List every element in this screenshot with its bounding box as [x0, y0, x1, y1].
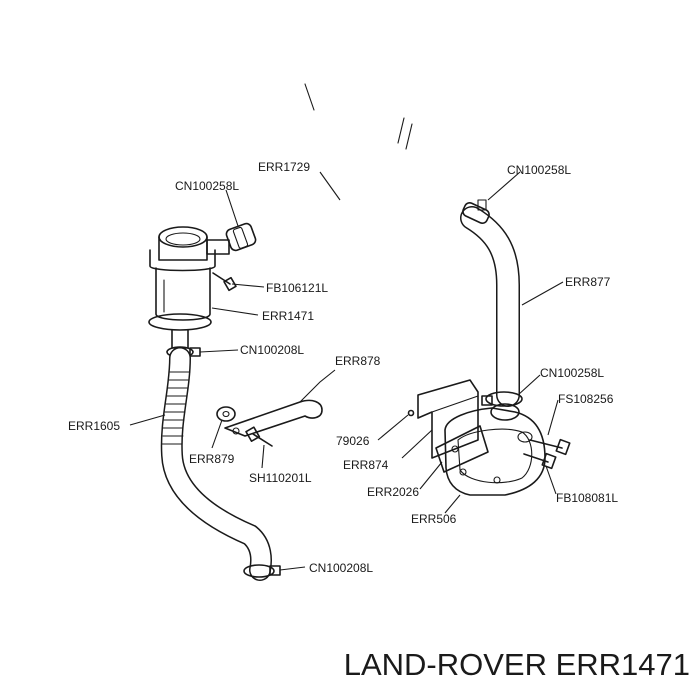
bolt-fb106121l — [212, 272, 237, 292]
screw-sh110201l — [245, 426, 273, 447]
clip-cn100258l-mid-right — [481, 391, 523, 407]
label-err1605: ERR1605 — [68, 419, 120, 433]
label-sh110201l: SH110201L — [249, 471, 312, 485]
label-err877: ERR877 — [565, 275, 611, 289]
label-cn100208l-top: CN100208L — [240, 343, 304, 357]
bracket-err878 — [224, 399, 323, 437]
screw-79026 — [407, 409, 415, 417]
canister-err1471 — [148, 226, 230, 349]
label-cn100208l-bottom: CN100208L — [309, 561, 373, 575]
label-fb108081l: FB108081L — [556, 491, 618, 505]
valve-err506 — [444, 403, 546, 496]
leader-lines — [129, 171, 564, 571]
label-err1729: ERR1729 — [258, 160, 310, 174]
label-79026: 79026 — [336, 434, 370, 448]
label-err874: ERR874 — [343, 458, 389, 472]
page-title: LAND-ROVER ERR1471 — [344, 647, 690, 682]
bolt-fs108256 — [529, 438, 571, 456]
label-cn100258l-left: CN100258L — [175, 179, 239, 193]
bracket-err874 — [417, 379, 479, 459]
label-fs108256: FS108256 — [558, 392, 614, 406]
hose-err1605 — [160, 347, 272, 581]
washer-err879 — [216, 406, 236, 422]
clip-cn100208l-bottom — [243, 564, 281, 578]
label-cn100258l-top-right: CN100258L — [507, 163, 571, 177]
label-fb106121l: FB106121L — [266, 281, 328, 295]
label-err506: ERR506 — [411, 512, 457, 526]
label-err879: ERR879 — [189, 452, 235, 466]
label-err2026: ERR2026 — [367, 485, 419, 499]
hose-err877 — [460, 206, 520, 407]
gasket-err2026 — [435, 425, 489, 473]
label-cn100258l-mid-right: CN100258L — [540, 366, 604, 380]
label-err1471: ERR1471 — [262, 309, 314, 323]
bolt-fb108081l — [523, 452, 557, 470]
clip-cn100258l-top-right — [462, 199, 490, 224]
hose-err1729 — [234, 51, 438, 246]
label-err878: ERR878 — [335, 354, 381, 368]
